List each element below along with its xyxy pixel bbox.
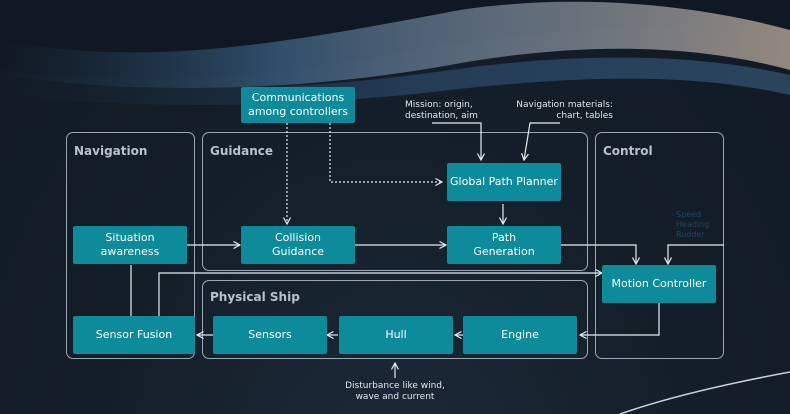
- path-generation-node: Path Generation: [447, 226, 561, 264]
- global-path-planner-node: Global Path Planner: [447, 163, 561, 201]
- mission-note: Mission: origin, destination, aim: [405, 100, 478, 121]
- navigation-panel-title: Navigation: [74, 144, 148, 158]
- physical-ship-panel-title: Physical Ship: [210, 290, 300, 304]
- guidance-panel-title: Guidance: [210, 144, 273, 158]
- guidance-panel: Guidance: [202, 132, 588, 271]
- physical-ship-panel: Physical Ship: [202, 280, 588, 359]
- disturbance-note: Disturbance like wind, wave and current: [345, 381, 445, 402]
- collision-guidance-node: Collision Guidance: [241, 226, 355, 264]
- navigation-materials-note: Navigation materials: chart, tables: [516, 100, 613, 121]
- materials-to-planner-arrow: [524, 122, 560, 160]
- path-to-motion-arrow: [561, 244, 636, 264]
- motion-controller-node: Motion Controller: [602, 265, 716, 303]
- communications-node: Communications among controllers: [241, 87, 355, 123]
- motion-to-engine-arrow: [580, 303, 660, 335]
- comm-to-planner-arrow: [329, 123, 442, 182]
- control-panel-title: Control: [603, 144, 653, 158]
- situation-awareness-node: Situation awareness: [73, 226, 187, 264]
- mission-to-planner-arrow: [432, 122, 481, 160]
- hull-node: Hull: [339, 316, 453, 354]
- fusion-to-motion-arrow: [158, 273, 602, 316]
- engine-node: Engine: [463, 316, 577, 354]
- external-to-motion-arrow: [668, 244, 724, 264]
- sensors-node: Sensors: [213, 316, 327, 354]
- sensor-fusion-node: Sensor Fusion: [73, 316, 195, 354]
- faint-label: Speed Heading Rudder: [676, 210, 710, 239]
